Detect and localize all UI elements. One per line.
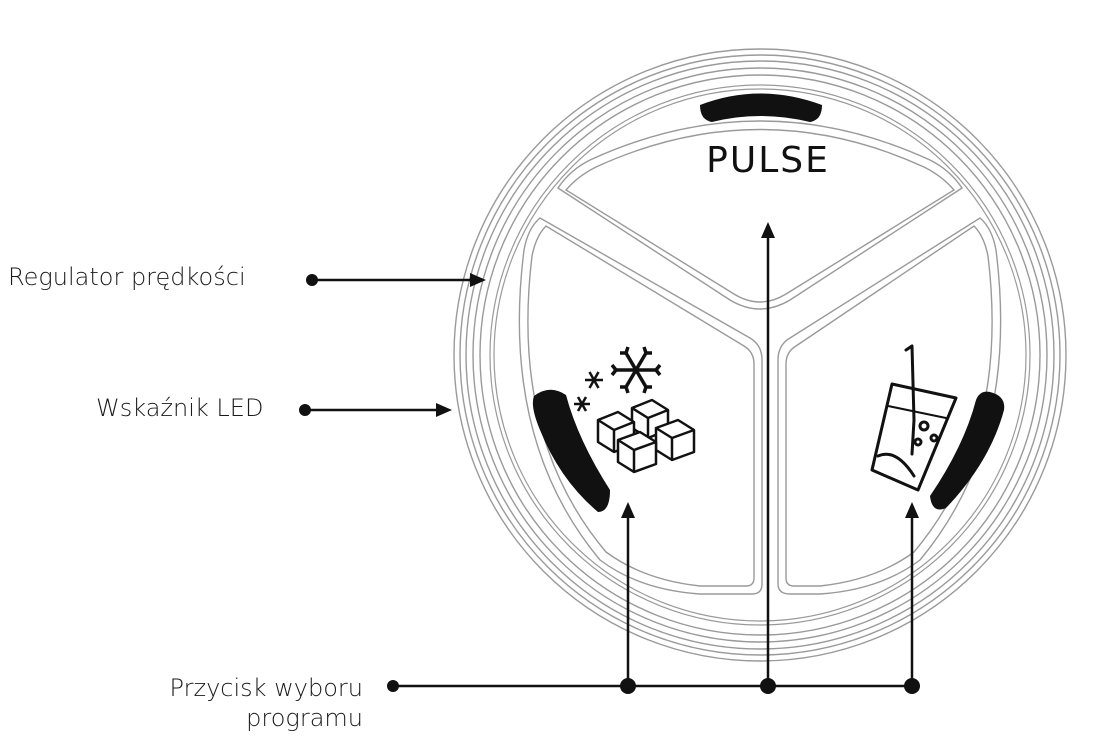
led-indicator-label: Wskaźnik LED: [96, 394, 264, 422]
led-indicator-callout: [299, 403, 452, 417]
pulse-label: PULSE: [706, 140, 830, 181]
speed-regulator-callout: [306, 273, 486, 287]
ice-program-segment[interactable]: [518, 217, 763, 595]
drink-glass-straw-icon: [870, 344, 958, 492]
ice-cubes-snowflake-icon: [574, 346, 696, 474]
program-button-label-line1: Przycisk wyboru: [169, 674, 363, 702]
program-button-label: Przycisk wyboru programu: [150, 673, 363, 733]
left-led-indicator: [532, 389, 610, 512]
program-button-callout: [387, 222, 920, 694]
top-led-indicator: [700, 93, 822, 122]
pulse-button-segment[interactable]: [557, 120, 963, 310]
drink-program-segment[interactable]: [777, 217, 1002, 595]
right-led-indicator: [930, 391, 1005, 510]
speed-regulator-label: Regulator prędkości: [8, 263, 246, 291]
program-button-label-line2: programu: [246, 704, 363, 732]
speed-regulator-rings[interactable]: [453, 48, 1067, 662]
